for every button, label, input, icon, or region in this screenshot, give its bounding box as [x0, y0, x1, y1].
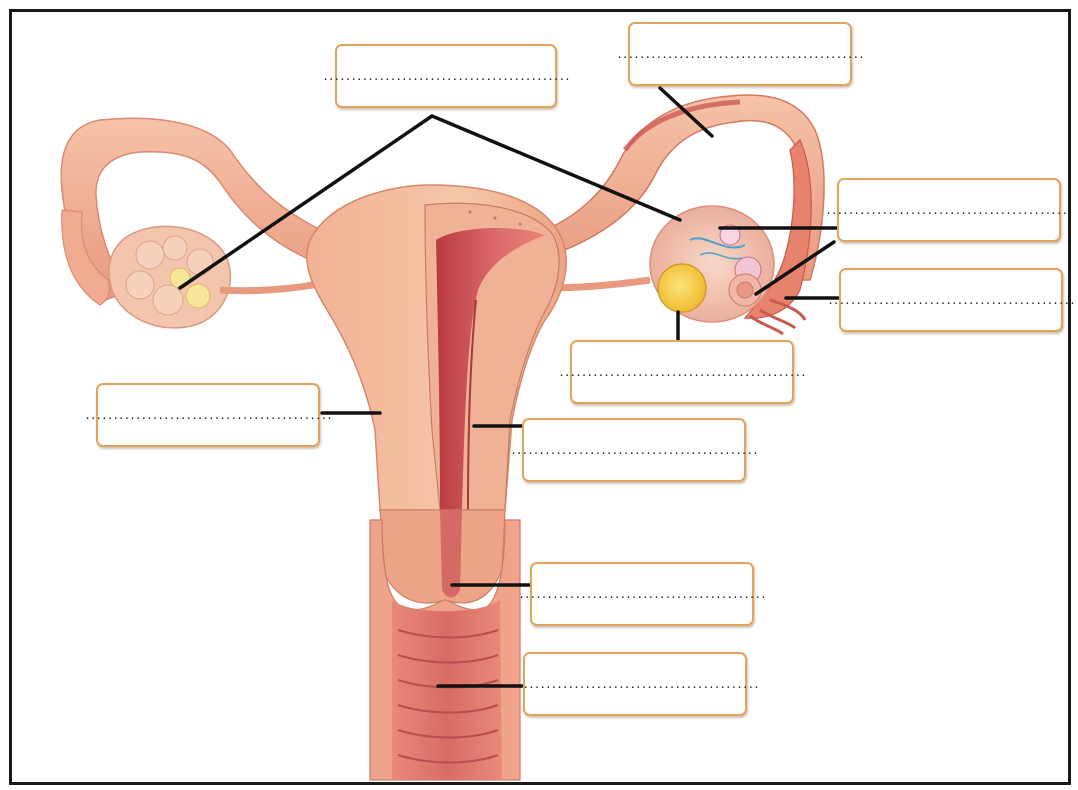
label-box-vagina[interactable]: ........................................…	[523, 652, 747, 716]
label-blank: ........................................…	[510, 444, 757, 457]
cervix	[380, 510, 505, 603]
label-box-fimbriae[interactable]: ........................................…	[335, 44, 557, 108]
label-box-uterus[interactable]: ........................................…	[96, 383, 320, 447]
label-box-cervix[interactable]: ........................................…	[530, 562, 754, 626]
label-blank: ........................................…	[322, 70, 569, 83]
label-blank: ........................................…	[558, 366, 805, 379]
label-blank: ........................................…	[511, 678, 758, 691]
label-box-ovary-edge[interactable]: ........................................…	[839, 268, 1063, 332]
label-box-follicle[interactable]: ........................................…	[837, 178, 1061, 242]
label-box-endometrium[interactable]: ........................................…	[522, 418, 746, 482]
label-blank: ........................................…	[616, 48, 863, 61]
label-blank: ........................................…	[518, 588, 765, 601]
label-blank: ........................................…	[827, 294, 1074, 307]
label-blank: ........................................…	[84, 409, 331, 422]
label-box-oocyte[interactable]: ........................................…	[570, 340, 794, 404]
label-box-fallopian-tube[interactable]: ........................................…	[628, 22, 852, 86]
label-blank: ........................................…	[825, 204, 1072, 217]
